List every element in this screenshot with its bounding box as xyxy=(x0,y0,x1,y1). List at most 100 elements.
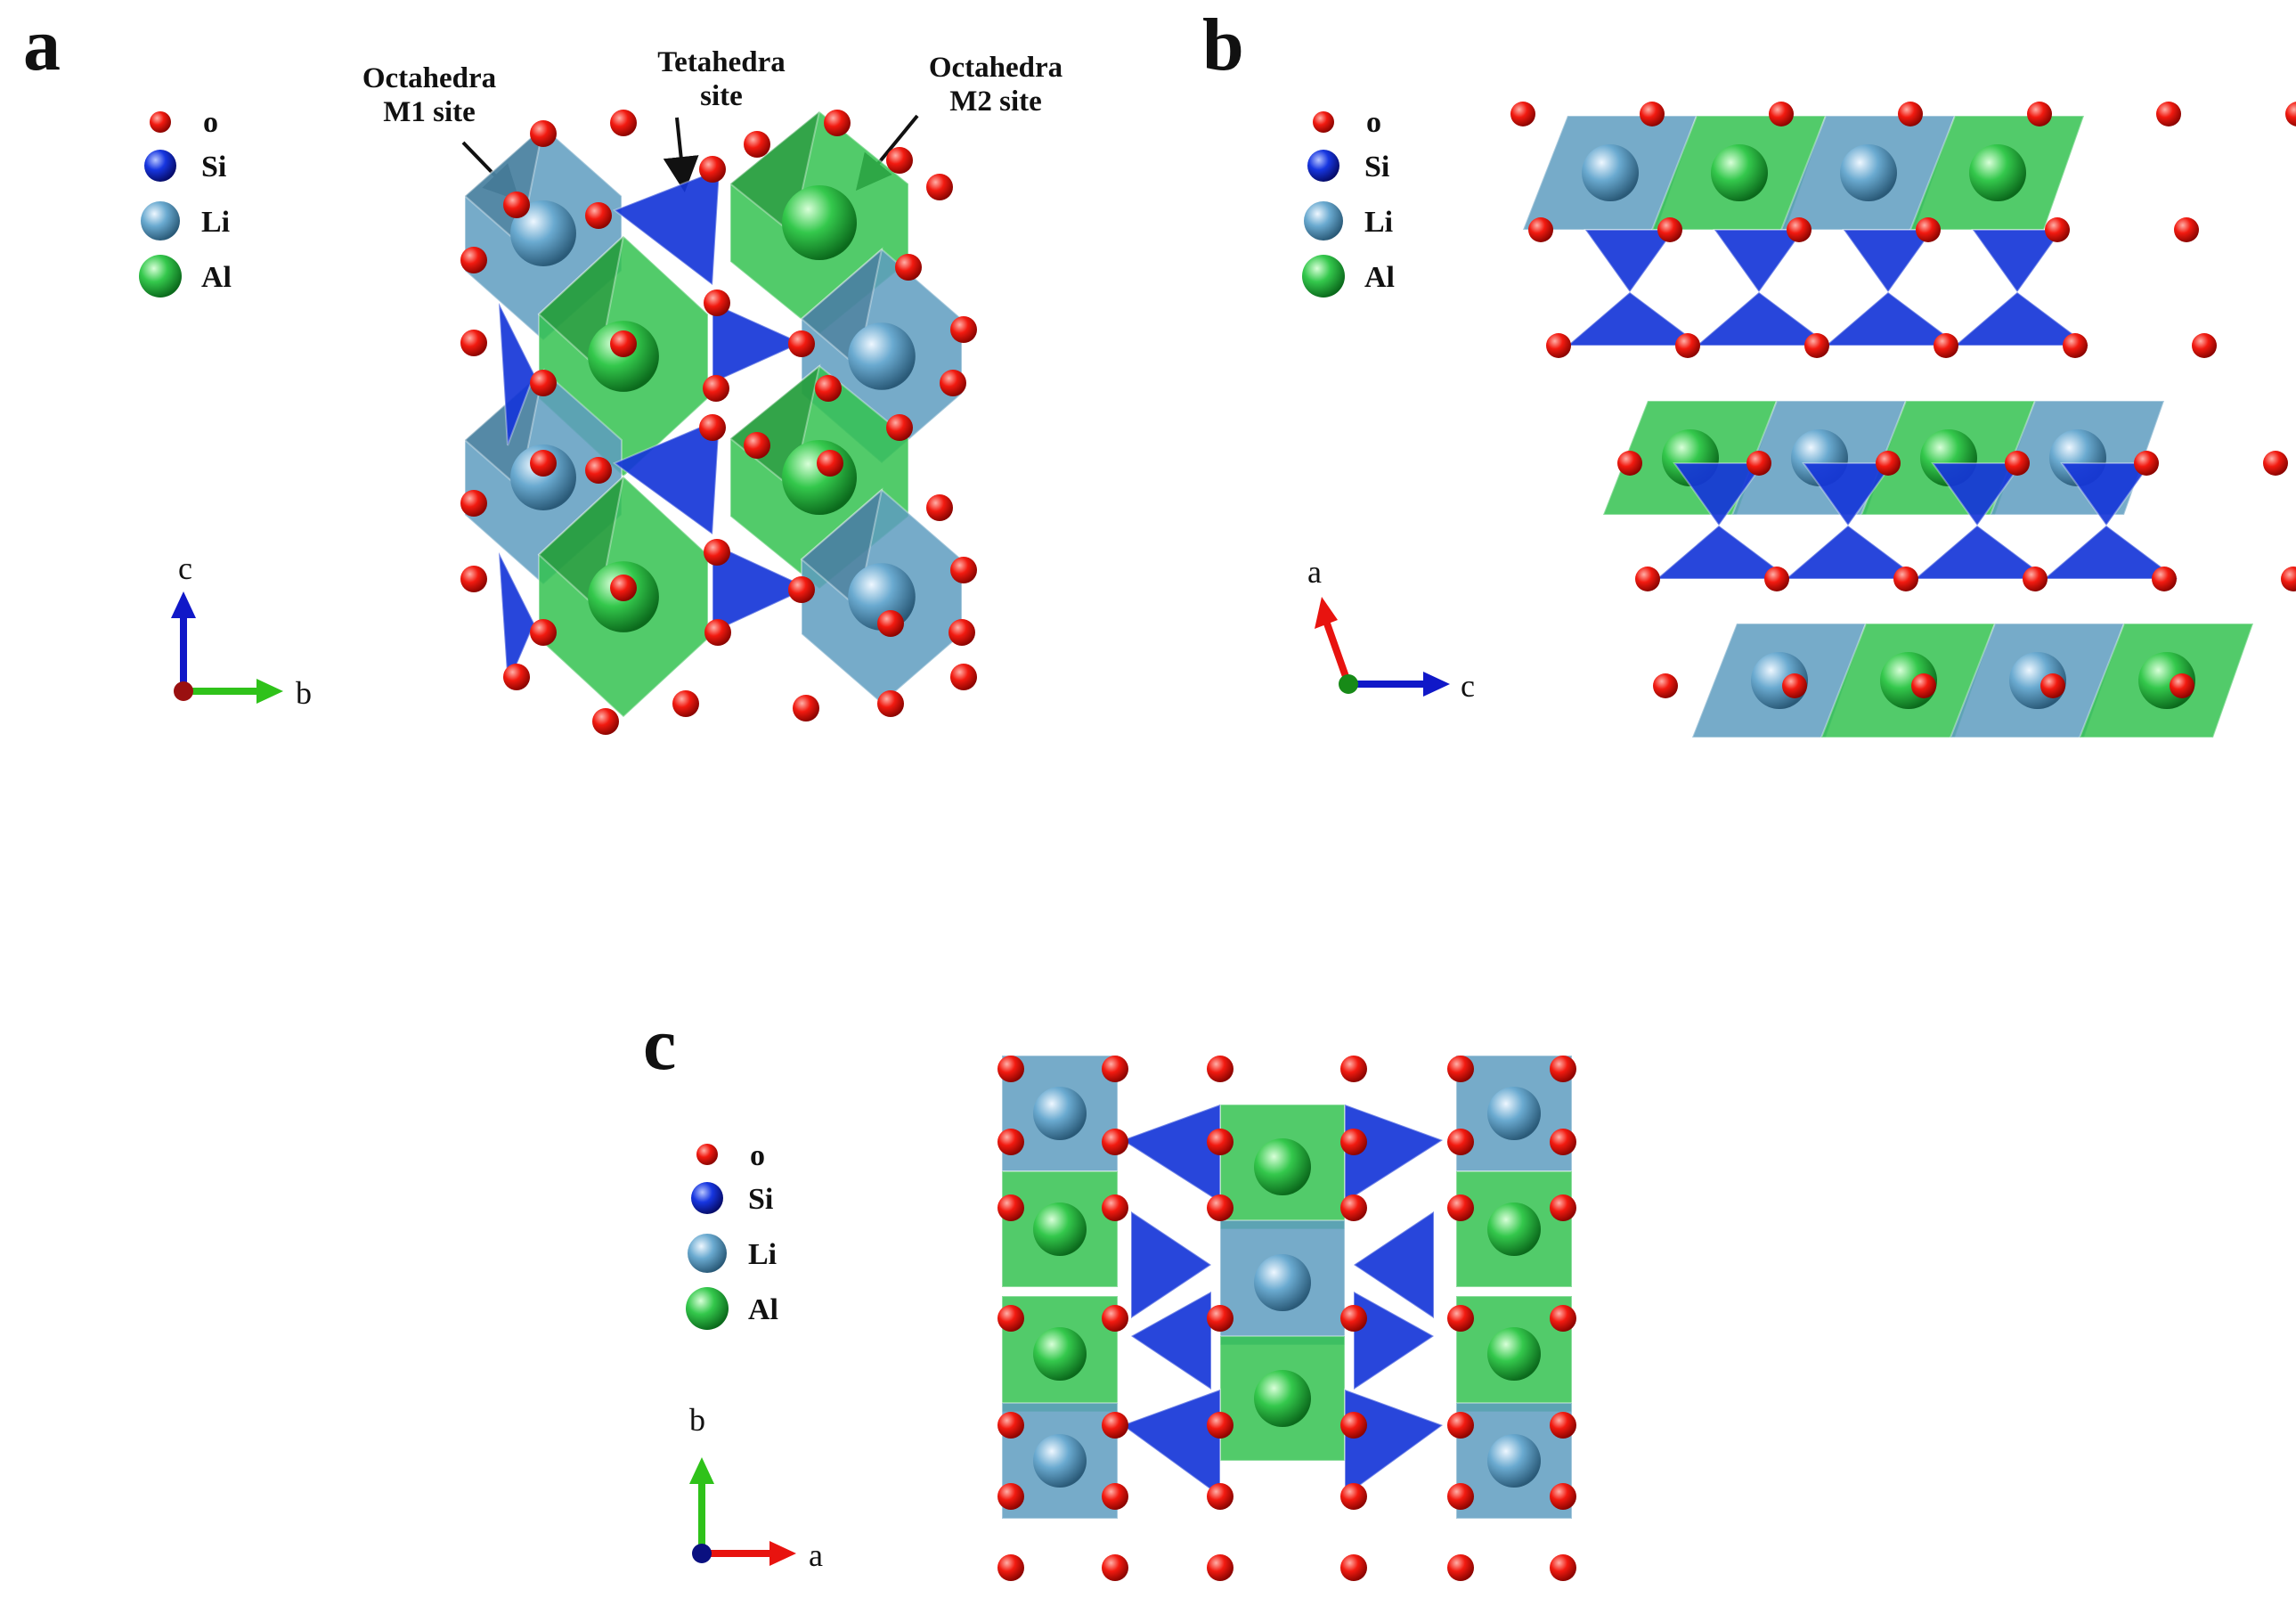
legend-a: o Si Li Al xyxy=(139,106,232,298)
legend-label: Si xyxy=(748,1183,773,1216)
oxygen-atom xyxy=(1550,1412,1576,1439)
si-tetrahedron xyxy=(1783,524,1922,580)
oxygen-atom xyxy=(1207,1554,1233,1581)
legend-label: Li xyxy=(201,206,230,239)
oxygen-atom xyxy=(2152,567,2177,591)
legend-c: o Si Li Al xyxy=(686,1139,778,1330)
aluminum-legend-icon xyxy=(1302,255,1345,298)
annotation-tet-line1: Tetahedra xyxy=(657,46,786,78)
aluminum-legend-icon xyxy=(139,255,182,298)
aluminum-atom xyxy=(1254,1138,1311,1195)
oxygen-atom xyxy=(2156,102,2181,126)
si-tetrahedron xyxy=(1694,290,1833,346)
oxygen-atom xyxy=(997,1305,1024,1332)
aluminum-atom xyxy=(1711,144,1768,201)
lithium-atom xyxy=(510,444,576,510)
axis-a-arrowhead xyxy=(769,1541,796,1566)
oxygen-atom xyxy=(1764,567,1789,591)
oxygen-atom xyxy=(2170,673,2194,698)
oxygen-atom xyxy=(1340,1129,1367,1155)
oxygen-atom xyxy=(788,576,815,603)
si-tetrahedron xyxy=(1823,290,1962,346)
oxygen-atom xyxy=(950,557,977,583)
aluminum-atom xyxy=(1487,1202,1541,1256)
si-tetrahedron xyxy=(1565,290,1704,346)
si-tetrahedron xyxy=(2041,524,2180,580)
axes-c: b a xyxy=(689,1402,823,1573)
annotation-tet-arrow xyxy=(663,117,699,192)
oxygen-atom xyxy=(877,610,904,637)
axis-c-origin xyxy=(692,1544,712,1563)
oxygen-atom xyxy=(530,450,557,477)
si-tetrahedron xyxy=(1352,1210,1435,1320)
oxygen-atom xyxy=(793,695,819,721)
aluminum-atom xyxy=(1254,1370,1311,1427)
oxygen-atom xyxy=(503,192,530,218)
oxygen-atom xyxy=(1911,673,1936,698)
oxygen-atom xyxy=(1787,217,1812,242)
structure-view-c xyxy=(997,1055,1576,1581)
oxygen-atom xyxy=(877,690,904,717)
oxygen-atom xyxy=(2045,217,2070,242)
panel-letter-b: b xyxy=(1202,4,1244,86)
oxygen-atom xyxy=(949,619,975,646)
oxygen-atom xyxy=(460,330,487,356)
axis-c-arrowhead xyxy=(171,591,196,618)
oxygen-atom xyxy=(815,375,842,402)
si-tetrahedron xyxy=(2060,462,2153,527)
axes-b: a c xyxy=(1307,554,1475,704)
oxygen-atom xyxy=(1102,1129,1128,1155)
oxygen-atom xyxy=(585,457,612,484)
si-tetrahedron xyxy=(1344,1388,1445,1498)
oxygen-atom xyxy=(1550,1056,1576,1082)
lithium-atom xyxy=(1582,144,1639,201)
si-tetrahedron xyxy=(1842,229,1934,294)
oxygen-atom xyxy=(1546,333,1571,358)
structure-view-b xyxy=(1510,102,2296,738)
oxygen-atom xyxy=(997,1129,1024,1155)
legend-label: Al xyxy=(201,261,232,294)
oxygen-atom xyxy=(1653,673,1678,698)
axis-label-vertical: c xyxy=(178,550,192,586)
oxygen-atom xyxy=(1675,333,1700,358)
legend-label: Li xyxy=(1364,206,1393,239)
oxygen-atom xyxy=(1340,1412,1367,1439)
oxygen-atom xyxy=(610,330,637,357)
lithium-atom xyxy=(848,322,916,390)
oxygen-atom xyxy=(699,414,726,441)
oxygen-atom xyxy=(744,131,770,158)
oxygen-atom xyxy=(1447,1305,1474,1332)
oxygen-atom xyxy=(1102,1305,1128,1332)
oxygen-atom xyxy=(895,254,922,281)
si-tetrahedron xyxy=(1931,462,2023,527)
oxygen-atom xyxy=(460,566,487,592)
si-tetrahedron xyxy=(498,551,536,687)
axis-label-horizontal: a xyxy=(809,1537,823,1573)
axes-a: c b xyxy=(171,550,312,711)
oxygen-atom xyxy=(1746,451,1771,476)
axis-a-line xyxy=(1323,622,1352,686)
oxygen-atom xyxy=(1207,1412,1233,1439)
oxygen-atom xyxy=(1447,1412,1474,1439)
oxygen-atom xyxy=(1102,1056,1128,1082)
oxygen-atom xyxy=(460,247,487,273)
oxygen-atom xyxy=(1893,567,1918,591)
oxygen-atom xyxy=(1447,1194,1474,1221)
oxygen-atom xyxy=(2040,673,2065,698)
oxygen-atom xyxy=(997,1554,1024,1581)
oxygen-atom xyxy=(2063,333,2088,358)
oxygen-atom xyxy=(703,375,729,402)
oxygen-atom xyxy=(886,147,913,174)
oxygen-atom xyxy=(592,708,619,735)
lithium-atom xyxy=(1033,1434,1087,1488)
oxygen-atom xyxy=(824,110,851,136)
si-tetrahedron xyxy=(712,542,811,634)
oxygen-atom xyxy=(503,664,530,690)
oxygen-atom xyxy=(699,156,726,183)
si-tetrahedron xyxy=(1129,1290,1212,1391)
oxygen-atom xyxy=(744,432,770,459)
si-tetrahedron xyxy=(1353,1290,1436,1391)
oxygen-atom xyxy=(997,1194,1024,1221)
oxygen-atom xyxy=(1207,1194,1233,1221)
